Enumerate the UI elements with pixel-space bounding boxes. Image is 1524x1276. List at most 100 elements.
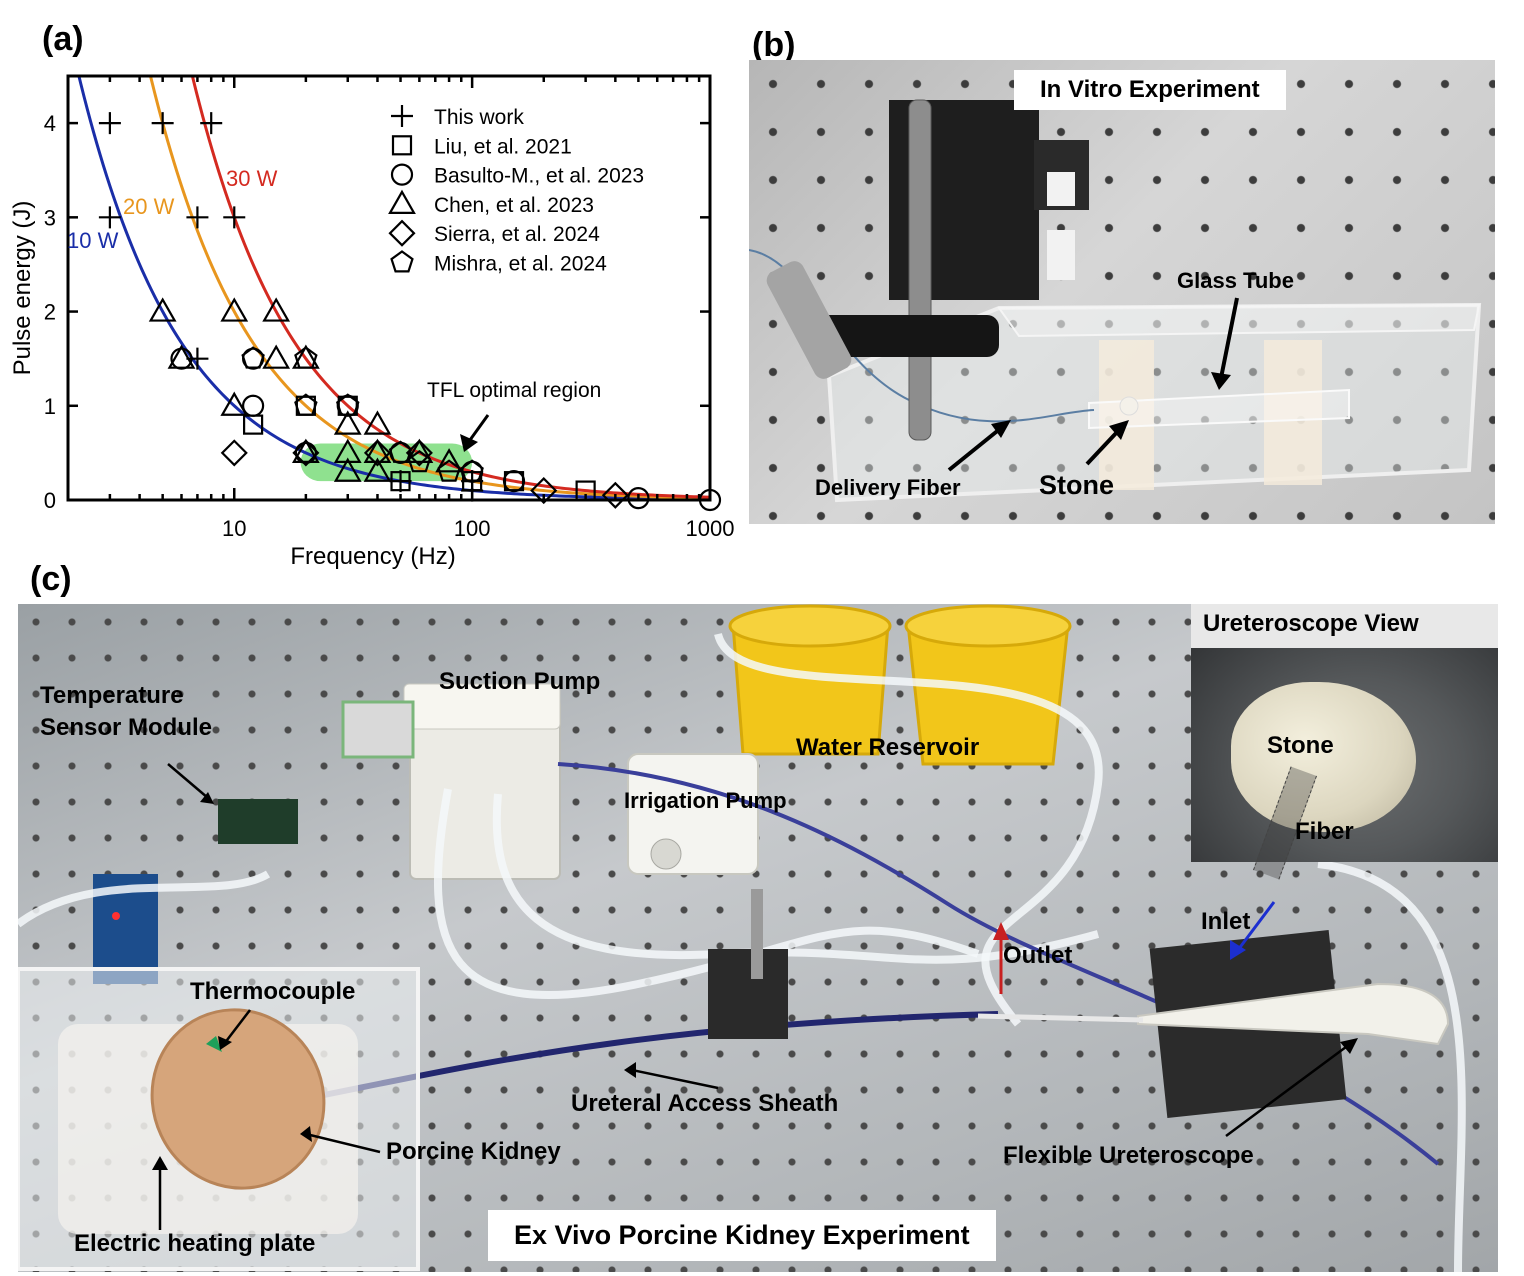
legend-label: Basulto-M., et al. 2023 [434,165,644,188]
plot-frame [66,74,712,502]
micro-stage-post [751,889,763,979]
scope-shaft [977,1013,1144,1023]
irrigation-pump-head [650,838,682,870]
label-porcine-kidney: Porcine Kidney [386,1138,561,1165]
y-tick-label: 1 [44,394,56,419]
inlet-arrow [1236,901,1276,951]
legend-label: Mishra, et al. 2024 [434,253,607,276]
point-pentagon [294,346,318,369]
temperature-module-arrow [167,763,209,799]
point-pentagon [335,393,360,416]
thermocouple-arrowhead [218,1036,232,1050]
point-diamond [530,477,558,505]
point-circle [627,487,650,510]
point-triangle [167,344,196,369]
inset-label-stone: Stone [1267,732,1334,759]
point-plus [151,112,174,135]
inset-endoscope-image: Stone Fiber [1191,648,1498,880]
inset-stone [1231,682,1416,832]
point-plus [98,206,121,229]
glass-tube-arrowhead [1211,372,1231,390]
tank-top-edge [997,303,1481,338]
point-diamond [363,439,392,467]
label-inlet: Inlet [1201,908,1251,935]
clamp-rod [766,261,852,379]
point-pentagon [460,459,484,482]
curve-label-20w: 20 W [123,194,175,219]
annotation-label: TFL optimal region [427,379,601,402]
ureteroscope-arrowhead [1340,1038,1358,1054]
inlet-arrowhead [1230,940,1246,960]
thermocouple-tip [206,1036,222,1052]
label-temperature-sensor-module: Temperature Sensor Module [40,680,250,744]
label-stone: Stone [1039,470,1115,500]
stone-arrow [1085,428,1121,466]
legend-marker-diamond [388,219,416,247]
stone [1119,396,1139,416]
annotation-arrow [468,414,490,441]
delivery-fiber-arrowhead [991,420,1011,438]
irrigation-pump [627,753,759,875]
point-plus [98,112,121,135]
legend-marker-triangle [388,189,416,214]
access-sheath-arrow [631,1068,719,1090]
point-plus [223,206,246,229]
tubing [1317,860,1466,1272]
point-triangle [220,391,249,416]
annotation-arrowhead [460,434,478,452]
point-diamond [601,481,629,509]
point-triangle [291,438,320,463]
point-circle [502,470,526,493]
water-reservoir-rim [904,604,1072,648]
glass-tube [1088,388,1350,430]
point-pentagon [241,346,265,369]
legend-label: Chen, et al. 2023 [434,194,594,217]
point-pentagon [388,440,413,463]
in-vitro-title: In Vitro Experiment [1014,70,1286,110]
legend-label: Liu, et al. 2021 [434,135,572,158]
label-thermocouple: Thermocouple [190,978,356,1005]
stage-tag [1047,230,1075,280]
porcine-kidney [150,1008,326,1190]
stone-arrowhead [1109,420,1129,440]
x-tick-label: 10 [222,516,246,541]
point-triangle [262,297,291,322]
heating-plate-arrowhead [152,1156,168,1170]
panel-label-c: (c) [30,560,72,598]
x-tick-label: 100 [454,516,491,541]
point-circle [241,394,265,417]
panel-label-b: (b) [752,26,796,64]
point-diamond [292,439,320,467]
point-pentagon [437,459,461,482]
access-sheath-arrowhead [624,1062,636,1078]
curve-30w [190,76,710,499]
optical-post [908,99,932,441]
label-suction-pump: Suction Pump [439,668,601,695]
y-tick-label: 4 [44,111,56,136]
stage-tag [1047,172,1075,206]
temperature-module-arrowhead [200,792,214,804]
legend-label: This work [434,106,524,129]
tubing [434,788,980,999]
inset-title: Ureteroscope View [1203,610,1419,637]
point-triangle [363,457,392,482]
point-triangle [333,410,362,435]
flexible-ureteroscope [1137,982,1450,1046]
ureteroscope-view-inset: Ureteroscope View Stone Fiber [1191,604,1498,880]
outlet-arrowhead [993,922,1009,940]
ex-vivo-photo: Ureteroscope View Stone Fiber Temperatur… [18,604,1498,1272]
water-reservoir-rim [728,604,892,648]
point-pentagon [407,449,432,473]
thermocouple-arrow [223,1009,251,1045]
ex-vivo-title: Ex Vivo Porcine Kidney Experiment [488,1210,996,1261]
porcine-kidney-arrowhead [300,1126,312,1142]
x-axis-label: Frequency (Hz) [290,543,455,570]
point-triangle [405,438,434,463]
point-triangle [333,457,362,482]
micro-stage [708,949,788,1039]
y-tick-label: 3 [44,205,56,230]
microcontroller-board [218,799,298,844]
glass-tube-arrow [1219,297,1239,379]
point-pentagon [294,393,318,416]
